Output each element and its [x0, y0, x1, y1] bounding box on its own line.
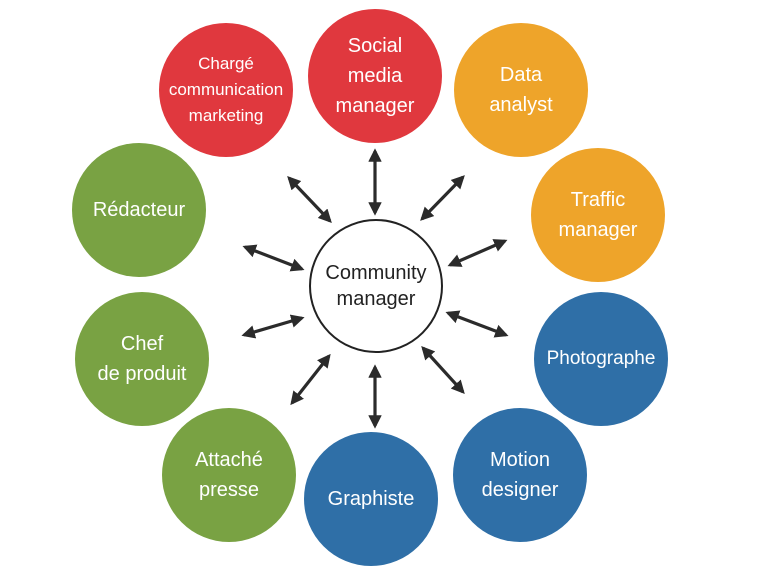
role-label-line: manager: [558, 219, 638, 241]
arrow-redacteur: [242, 244, 305, 272]
role-label-line: Chargé: [198, 54, 254, 73]
role-label-line: de produit: [97, 363, 187, 385]
role-label-line: marketing: [188, 106, 264, 125]
arrow-charge-communication: [287, 176, 332, 223]
role-label-line: media: [347, 65, 403, 87]
center-label-line-2: manager: [336, 288, 416, 310]
arrow-traffic-manager: [447, 239, 508, 267]
arrow-motion-designer: [421, 346, 465, 394]
role-label-line: Motion: [489, 449, 551, 471]
center-label-line-1: Community: [325, 262, 427, 284]
arrow-chef-de-produit: [241, 314, 305, 339]
arrow-photographe: [445, 310, 509, 338]
role-node-motion-designer: Motion designer: [453, 408, 587, 542]
role-label-line: Attaché: [195, 449, 263, 471]
role-node-traffic-manager: Traffic manager: [531, 148, 665, 282]
role-label-line: Traffic: [570, 189, 626, 211]
role-label-line: Data: [499, 64, 543, 86]
role-label-line: Rédacteur: [92, 199, 186, 221]
role-node-photographe: Photographe: [534, 292, 668, 426]
role-label-line: Chef: [120, 333, 164, 355]
role-label-line: communication: [168, 80, 284, 99]
role-label-line: Photographe: [546, 348, 656, 369]
role-node-graphiste: Graphiste: [304, 432, 438, 566]
arrow-data-analyst: [420, 175, 465, 221]
role-label-line: analyst: [489, 94, 553, 116]
role-label-line: Social: [347, 35, 403, 57]
arrow-attache-presse: [290, 353, 331, 406]
role-node-redacteur: Rédacteur: [72, 143, 206, 277]
role-label-line: presse: [198, 479, 260, 501]
role-label-line: manager: [335, 95, 415, 117]
center-node-community-manager: Community manager: [309, 219, 443, 353]
role-node-charge-communication-marketing: Chargé communication marketing: [159, 23, 293, 157]
role-node-social-media-manager: Social media manager: [308, 9, 442, 143]
role-label-line: Graphiste: [327, 488, 415, 510]
role-label-line: designer: [481, 479, 559, 501]
role-node-attache-presse: Attaché presse: [162, 408, 296, 542]
role-node-chef-de-produit: Chef de produit: [75, 292, 209, 426]
role-node-data-analyst: Data analyst: [454, 23, 588, 157]
